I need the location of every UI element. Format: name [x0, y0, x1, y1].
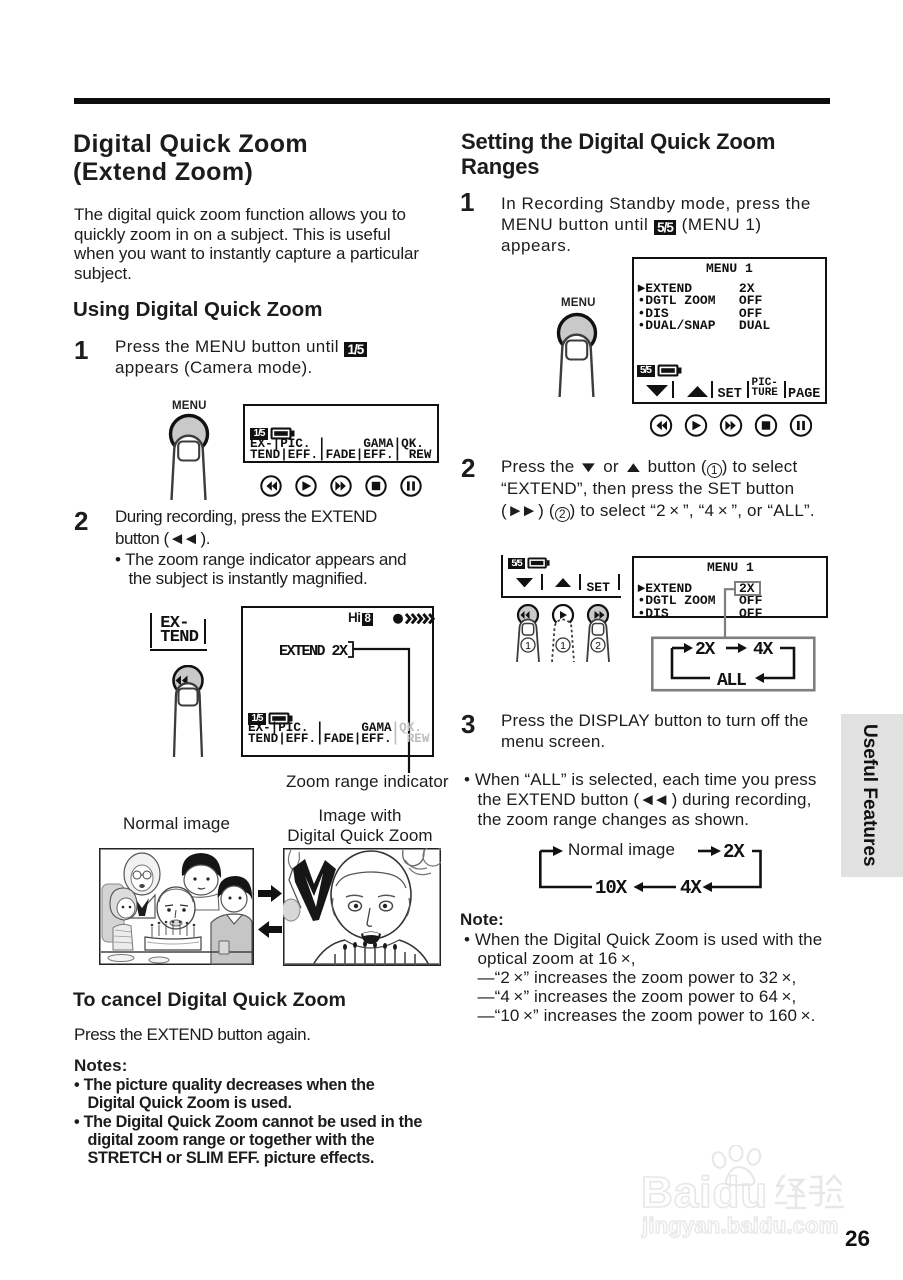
svg-text:1: 1 [525, 640, 531, 652]
svg-text:2: 2 [595, 640, 601, 652]
svg-text:1: 1 [560, 640, 566, 652]
